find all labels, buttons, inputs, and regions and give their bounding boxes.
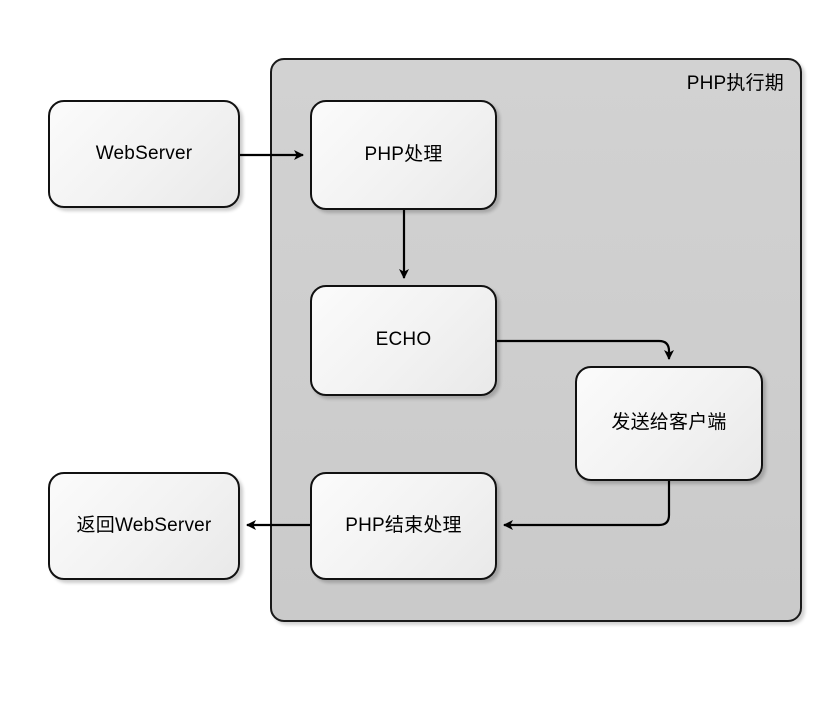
node-php-finish[interactable]: PHP结束处理 xyxy=(310,472,497,580)
node-send-to-client[interactable]: 发送给客户端 xyxy=(575,366,763,481)
node-return-webserver-label: 返回WebServer xyxy=(76,514,212,536)
node-return-webserver[interactable]: 返回WebServer xyxy=(48,472,240,580)
node-webserver[interactable]: WebServer xyxy=(48,100,240,208)
node-echo-label: ECHO xyxy=(375,329,432,351)
node-php-handle-label: PHP处理 xyxy=(364,143,443,165)
node-webserver-label: WebServer xyxy=(95,142,193,164)
node-send-to-client-label: 发送给客户端 xyxy=(611,412,727,434)
node-echo[interactable]: ECHO xyxy=(310,285,497,396)
node-php-handle[interactable]: PHP处理 xyxy=(310,100,497,210)
node-php-finish-label: PHP结束处理 xyxy=(345,514,462,536)
php-execution-container-label: PHP执行期 xyxy=(686,73,784,94)
